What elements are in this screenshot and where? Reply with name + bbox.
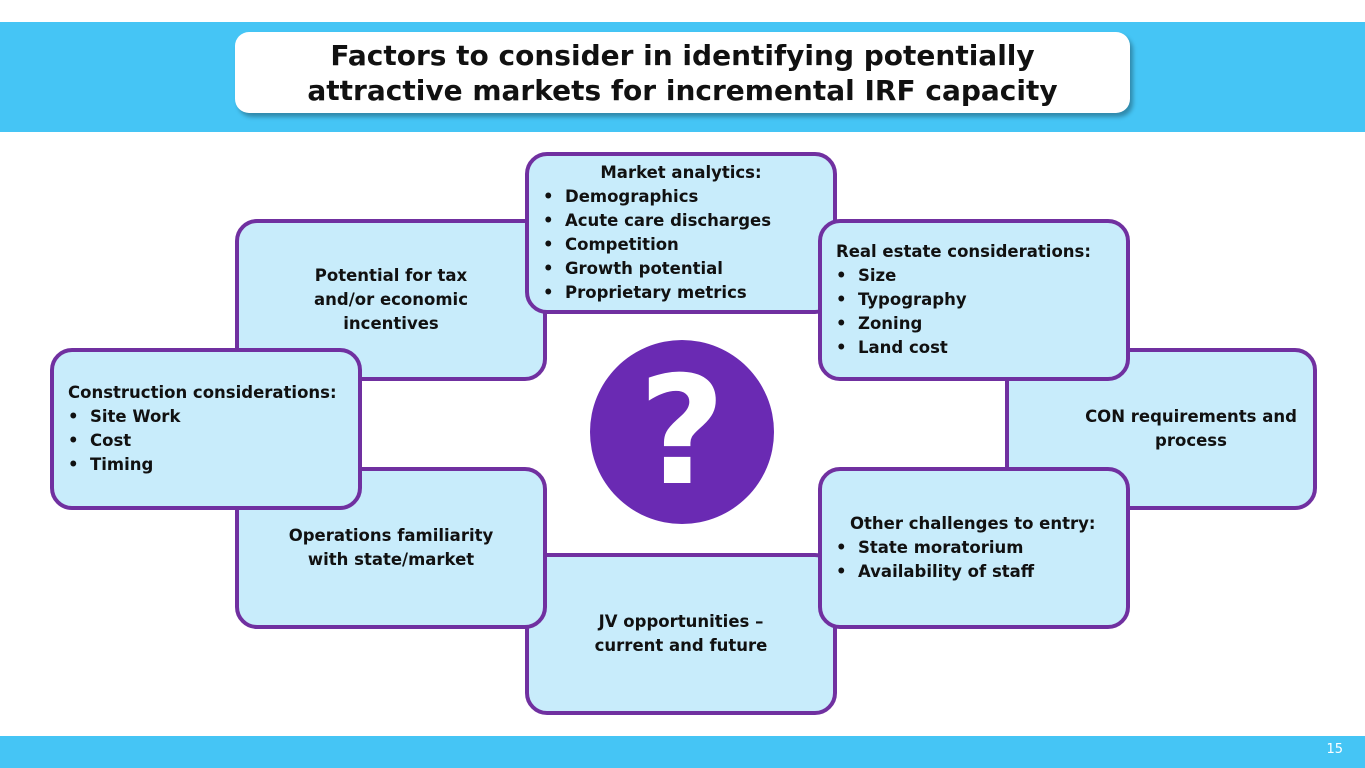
- market-heading: Market analytics:: [600, 163, 762, 182]
- other-item: State moratorium: [836, 536, 1126, 560]
- jv-text: JV opportunities – current and future: [594, 612, 768, 655]
- real-estate-item: Zoning: [836, 312, 1126, 336]
- box-other-challenges: Other challenges to entry: State morator…: [818, 467, 1130, 629]
- title-box: Factors to consider in identifying poten…: [235, 32, 1130, 113]
- market-item: Growth potential: [543, 257, 833, 281]
- real-estate-item: Size: [836, 264, 1126, 288]
- other-heading: Other challenges to entry:: [850, 514, 1096, 533]
- con-text: CON requirements and process: [1085, 407, 1297, 450]
- question-mark-icon: ?: [590, 340, 774, 524]
- construction-item: Timing: [68, 453, 358, 477]
- box-jv: JV opportunities – current and future: [525, 553, 837, 715]
- real-estate-item: Land cost: [836, 336, 1126, 360]
- market-item: Proprietary metrics: [543, 281, 833, 305]
- box-construction: Construction considerations: Site Work C…: [50, 348, 362, 510]
- construction-item: Cost: [68, 429, 358, 453]
- construction-item: Site Work: [68, 405, 358, 429]
- other-item: Availability of staff: [836, 560, 1126, 584]
- page-number: 15: [1326, 742, 1343, 757]
- footer-band: [0, 736, 1365, 768]
- real-estate-item: Typography: [836, 288, 1126, 312]
- slide-title: Factors to consider in identifying poten…: [307, 38, 1058, 107]
- market-item: Competition: [543, 233, 833, 257]
- construction-heading: Construction considerations:: [68, 383, 337, 402]
- potential-text: Potential for tax and/or economic incent…: [314, 266, 468, 333]
- box-market: Market analytics: Demographics Acute car…: [525, 152, 837, 314]
- market-item: Demographics: [543, 185, 833, 209]
- question-symbol: ?: [638, 345, 726, 519]
- box-real-estate: Real estate considerations: Size Typogra…: [818, 219, 1130, 381]
- real-estate-heading: Real estate considerations:: [836, 242, 1091, 261]
- market-item: Acute care discharges: [543, 209, 833, 233]
- operations-text: Operations familiarity with state/market: [288, 526, 494, 569]
